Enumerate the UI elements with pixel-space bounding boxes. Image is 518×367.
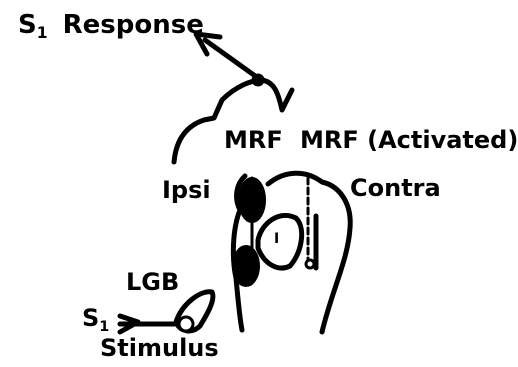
s1-symbol: S xyxy=(18,10,37,40)
mrf-left-label: MRF xyxy=(224,128,283,152)
mrf-activated-label: MRF (Activated) xyxy=(300,128,518,152)
response-text: Response xyxy=(63,10,204,40)
contra-end-node xyxy=(306,260,314,268)
lgb-node xyxy=(179,317,193,331)
lgb-label: LGB xyxy=(126,270,179,294)
ipsi-label: Ipsi xyxy=(162,178,211,202)
center-mark: I xyxy=(274,232,279,246)
response-arrow-shaft xyxy=(205,40,258,78)
mrf-neuron-upper xyxy=(239,178,265,222)
stim-symbol: S xyxy=(82,304,99,332)
stimulus-s1-label: S1 xyxy=(82,306,109,330)
s1-subscript: 1 xyxy=(37,24,48,42)
stim-subscript: 1 xyxy=(99,319,109,335)
stimulus-label: Stimulus xyxy=(100,336,219,360)
central-nucleus xyxy=(258,215,302,268)
mrf-neuron-lower xyxy=(233,246,259,286)
contra-label: Contra xyxy=(350,176,441,200)
s1-response-label: S1 Response xyxy=(18,12,204,38)
